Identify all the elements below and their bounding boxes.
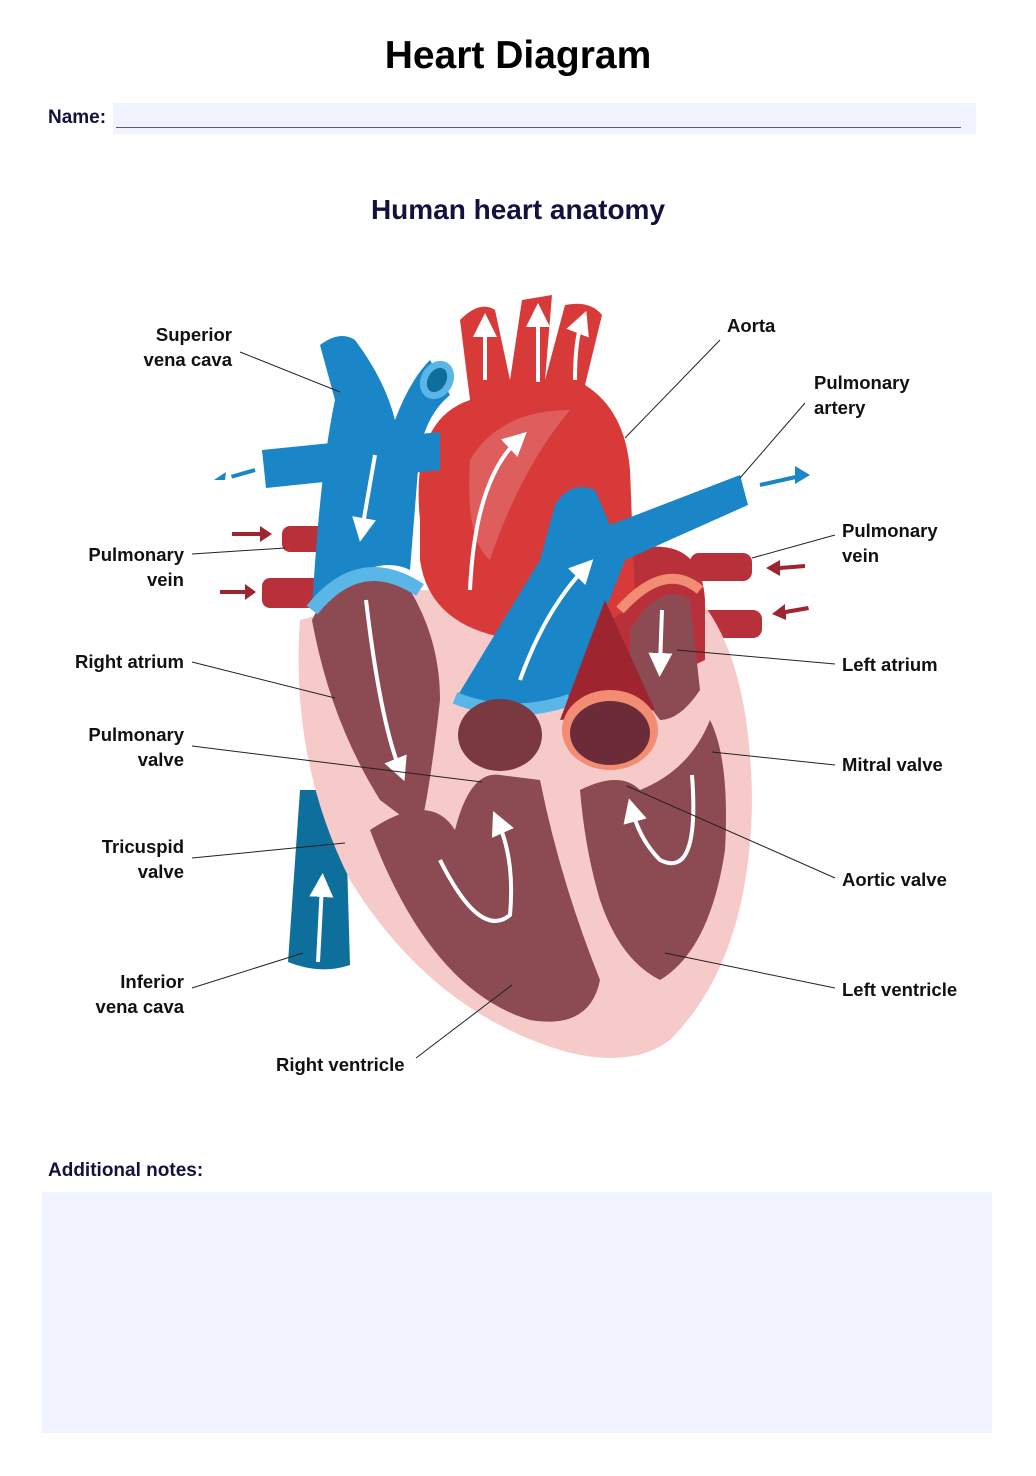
leader-lines — [191, 339, 836, 1059]
page-title: Heart Diagram — [384, 34, 652, 77]
label-aorta: Aorta — [727, 315, 776, 336]
label-tricuspid-valve: Tricuspid valve — [101, 836, 184, 882]
label-left-ventricle: Left ventricle — [842, 979, 958, 1000]
label-mitral-valve: Mitral valve — [842, 754, 943, 775]
name-label: Name: — [48, 107, 107, 128]
diagram-subtitle: Human heart anatomy — [370, 194, 666, 225]
label-left-atrium: Left atrium — [842, 654, 938, 675]
label-superior-vena-cava: Superior vena cava — [143, 324, 232, 370]
label-pulmonary-vein-right: Pulmonary vein — [842, 520, 938, 566]
label-inferior-vena-cava: Inferior vena cava — [95, 971, 184, 1017]
name-underline — [116, 127, 961, 128]
notes-textarea[interactable] — [42, 1192, 992, 1433]
label-pulmonary-artery: Pulmonary artery — [814, 372, 910, 418]
label-right-atrium: Right atrium — [75, 651, 184, 672]
right-ventricle — [370, 774, 600, 1022]
label-pulmonary-vein-left: Pulmonary vein — [88, 544, 184, 590]
label-aortic-valve: Aortic valve — [842, 869, 947, 890]
pulmonary-vein-right-upper — [690, 553, 752, 581]
right-atrium — [312, 580, 440, 830]
label-right-ventricle: Right ventricle — [276, 1054, 405, 1075]
notes-label: Additional notes: — [48, 1160, 204, 1181]
name-input[interactable] — [113, 103, 976, 134]
label-pulmonary-valve: Pulmonary valve — [88, 724, 184, 770]
